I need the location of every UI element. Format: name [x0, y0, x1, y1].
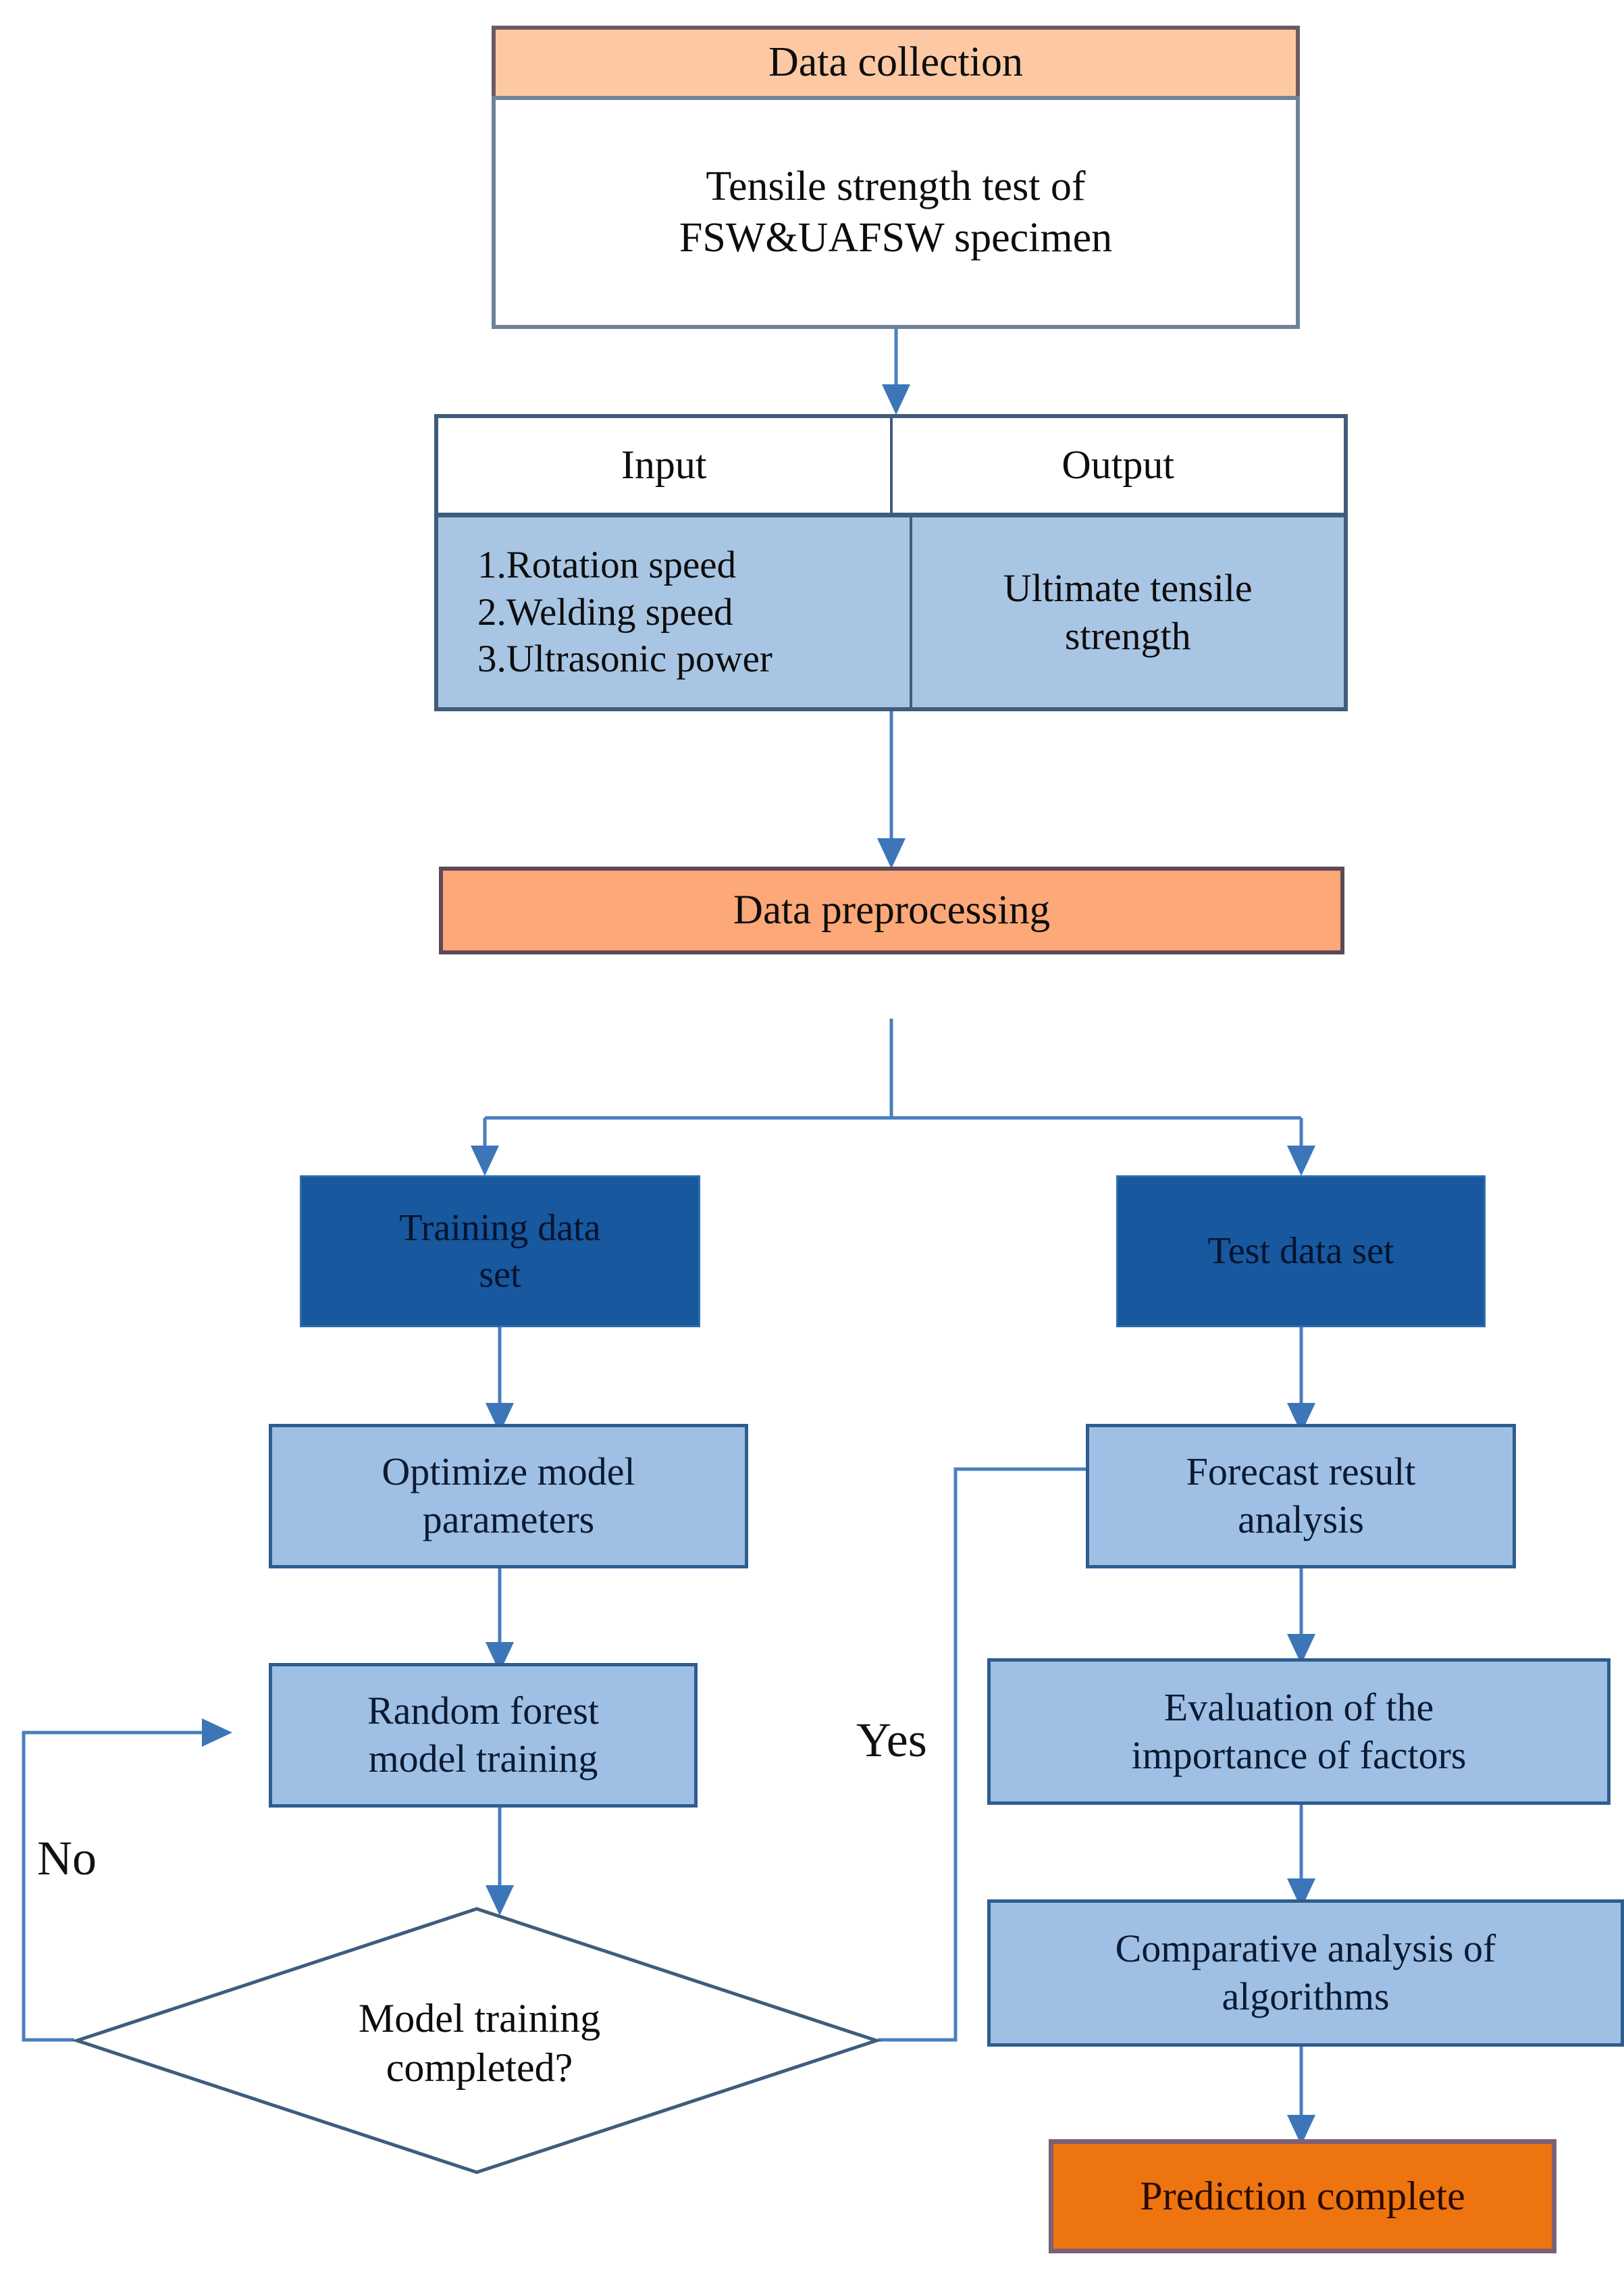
test-data-set-label: Test data set [1207, 1230, 1394, 1273]
prediction-complete-box: Prediction complete [1049, 2139, 1556, 2253]
io-table-header-input-label: Input [621, 442, 707, 488]
edge-label-yes: Yes [856, 1712, 927, 1768]
io-table-cell-inputs-label: 1.Rotation speed 2.Welding speed 3.Ultra… [477, 544, 772, 681]
data-collection-header-label: Data collection [768, 39, 1023, 86]
data-collection-header: Data collection [492, 26, 1300, 96]
evaluation-importance-label: Evaluation of the importance of factors [1131, 1685, 1467, 1777]
test-data-set-box: Test data set [1116, 1175, 1486, 1327]
io-table-cell-output-label: Ultimate tensile strength [1003, 565, 1253, 658]
comparative-analysis-box: Comparative analysis of algorithms [987, 1899, 1624, 2047]
data-collection-body-label: Tensile strength test of FSW&UAFSW speci… [679, 163, 1113, 261]
comparative-analysis-label: Comparative analysis of algorithms [1115, 1926, 1496, 2018]
training-data-set-label: Training data set [399, 1207, 601, 1296]
data-collection-body: Tensile strength test of FSW&UAFSW speci… [492, 96, 1300, 329]
optimize-model-parameters-box: Optimize model parameters [269, 1424, 748, 1568]
evaluation-importance-box: Evaluation of the importance of factors [987, 1658, 1610, 1805]
decision-diamond-label: Model training completed? [358, 1995, 601, 2090]
io-table-cell-inputs: 1.Rotation speed 2.Welding speed 3.Ultra… [438, 517, 912, 707]
decision-diamond-label-wrap: Model training completed? [284, 1959, 675, 2128]
forecast-result-analysis-label: Forecast result analysis [1186, 1450, 1416, 1541]
edge-label-no: No [37, 1830, 97, 1887]
io-table: Input Output 1.Rotation speed 2.Welding … [434, 414, 1348, 711]
forecast-result-analysis-box: Forecast result analysis [1086, 1424, 1516, 1568]
edge-label-no-text: No [37, 1831, 97, 1885]
io-table-header-output-label: Output [1062, 442, 1175, 488]
prediction-complete-label: Prediction complete [1140, 2173, 1465, 2218]
decision-diamond [72, 1906, 882, 2175]
optimize-model-parameters-label: Optimize model parameters [382, 1450, 635, 1541]
io-table-header-output: Output [892, 418, 1344, 513]
io-table-cell-output: Ultimate tensile strength [912, 517, 1344, 707]
io-table-header-input: Input [438, 418, 893, 513]
random-forest-model-training-box: Random forest model training [269, 1663, 698, 1808]
data-preprocessing-label: Data preprocessing [733, 887, 1051, 933]
training-data-set-box: Training data set [300, 1175, 700, 1327]
edge-label-yes-text: Yes [856, 1713, 927, 1767]
random-forest-model-training-label: Random forest model training [367, 1689, 600, 1781]
data-preprocessing-box: Data preprocessing [439, 867, 1344, 954]
